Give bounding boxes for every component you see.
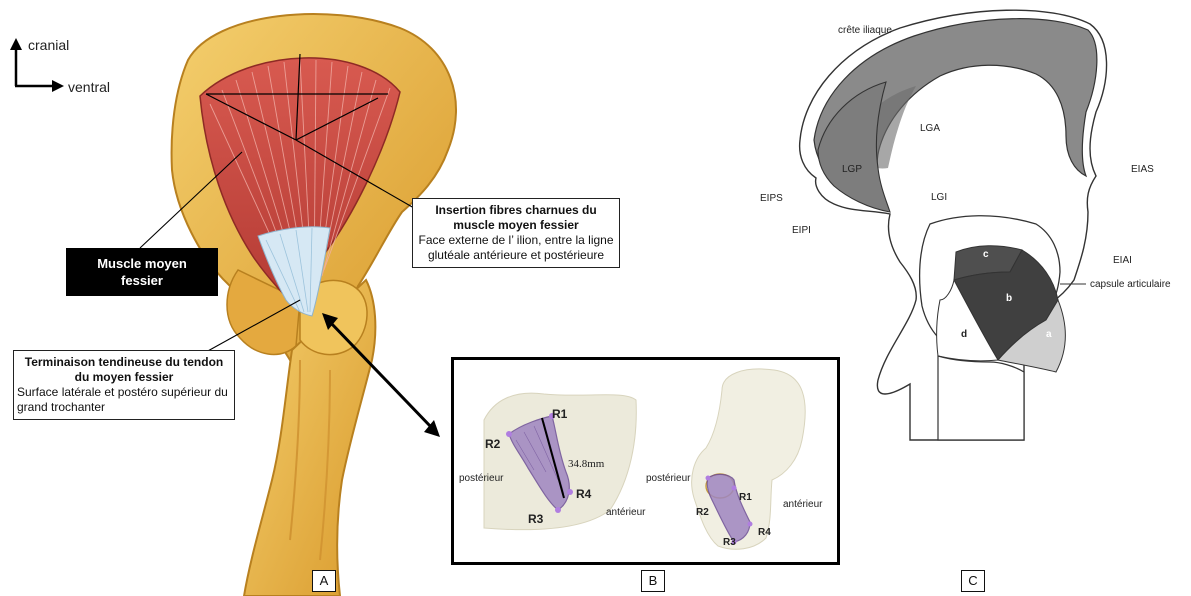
b-right-r4: R4 bbox=[758, 528, 771, 538]
b-left-r1: R1 bbox=[552, 408, 567, 420]
terminaison-body: Surface latérale et postéro supérieur du… bbox=[17, 385, 231, 415]
c-eiai-label: EIAI bbox=[1113, 256, 1132, 266]
c-lgp-label: LGP bbox=[842, 165, 862, 175]
muscle-label-box: Muscle moyen fessier bbox=[66, 248, 218, 296]
b-left-r4: R4 bbox=[576, 488, 591, 500]
muscle-label: Muscle moyen fessier bbox=[87, 255, 197, 289]
c-region-c-label: c bbox=[983, 250, 989, 260]
c-crete-label: crête iliaque bbox=[838, 26, 892, 36]
b-right-r3: R3 bbox=[723, 538, 736, 548]
ventral-label: ventral bbox=[68, 80, 110, 94]
c-lga-label: LGA bbox=[920, 124, 940, 134]
c-eias-label: EIAS bbox=[1131, 165, 1154, 175]
panel-c-diagram bbox=[790, 0, 1191, 470]
c-lgi-label: LGI bbox=[931, 193, 947, 203]
b-left-posterior: postérieur bbox=[459, 474, 503, 484]
insertion-box: Insertion fibres charnues du muscle moye… bbox=[412, 198, 620, 268]
b-right-anterior: antérieur bbox=[783, 500, 822, 510]
c-region-d-label: d bbox=[961, 330, 967, 340]
c-capsule-label: capsule articulaire bbox=[1090, 280, 1171, 290]
panel-b-illustration bbox=[454, 360, 837, 562]
terminaison-box: Terminaison tendineuse du tendon du moye… bbox=[13, 350, 235, 420]
b-right-posterior: postérieur bbox=[646, 474, 690, 484]
c-region-a-label: a bbox=[1046, 330, 1052, 340]
panel-label-b: B bbox=[641, 570, 665, 592]
insertion-title: Insertion fibres charnues du muscle moye… bbox=[416, 203, 616, 233]
b-left-measure: 34.8mm bbox=[568, 459, 604, 470]
panel-label-c: C bbox=[961, 570, 985, 592]
terminaison-title: Terminaison tendineuse du tendon du moye… bbox=[17, 355, 231, 385]
b-left-anterior: antérieur bbox=[606, 508, 645, 518]
panel-label-a: A bbox=[312, 570, 336, 592]
c-eipi-label: EIPI bbox=[792, 226, 811, 236]
femur-neck bbox=[938, 356, 1024, 440]
b-left-r2: R2 bbox=[485, 438, 500, 450]
b-left-r3: R3 bbox=[528, 513, 543, 525]
insertion-body: Face externe de l’ ilion, entre la ligne… bbox=[416, 233, 616, 263]
c-eips-label: EIPS bbox=[760, 194, 783, 204]
c-region-b-label: b bbox=[1006, 294, 1012, 304]
cranial-label: cranial bbox=[28, 38, 69, 52]
b-right-r2: R2 bbox=[696, 508, 709, 518]
b-right-r1: R1 bbox=[739, 493, 752, 503]
